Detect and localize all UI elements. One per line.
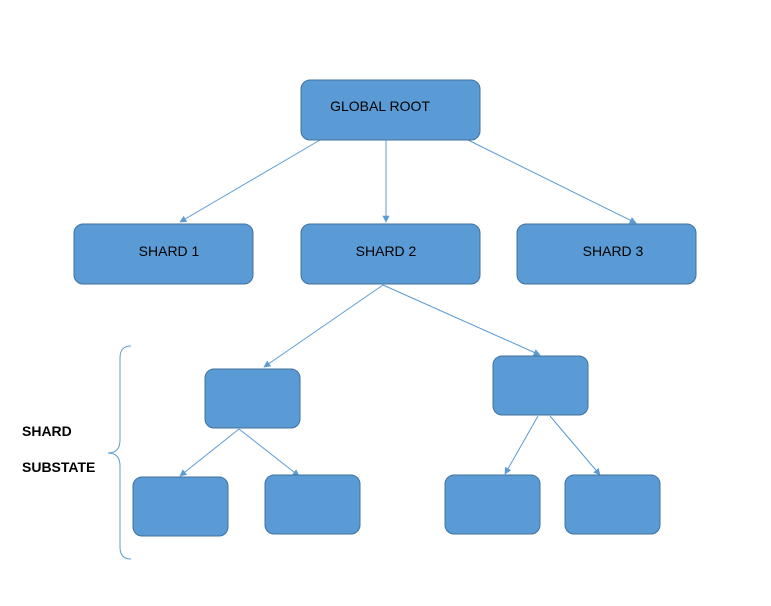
node-label-shard-3: SHARD 3 (583, 243, 644, 259)
node-substate-left (204, 368, 301, 429)
node-shard-2: SHARD 2 (300, 223, 481, 285)
substate-brace (107, 345, 132, 560)
edges (179, 139, 637, 477)
node-substate-right (492, 355, 589, 416)
node-label-shard-1: SHARD 1 (139, 243, 200, 259)
node-label-shard-2: SHARD 2 (356, 243, 417, 259)
edge-shard2-substate-left (263, 284, 384, 368)
edge-root-shard1 (179, 139, 321, 223)
node-shard-1: SHARD 1 (73, 223, 254, 285)
node-substate-right-left (444, 474, 541, 535)
brace-label-shard: SHARD (22, 423, 72, 439)
node-label-global-root: GLOBAL ROOT (330, 98, 430, 114)
edge-shard2-substate-right (382, 284, 541, 356)
node-global-root: GLOBAL ROOT (300, 79, 481, 141)
edge-right-rl (504, 415, 539, 475)
node-substate-right-right (564, 474, 661, 535)
node-substate-left-left (132, 476, 229, 537)
node-substate-left-right (264, 474, 361, 535)
brace-label-substate: SUBSTATE (22, 459, 96, 475)
edge-left-lr (238, 428, 300, 477)
node-shard-3: SHARD 3 (516, 223, 697, 285)
edge-right-rr (549, 415, 601, 476)
edge-left-ll (179, 428, 240, 477)
edge-root-shard3 (467, 139, 637, 224)
